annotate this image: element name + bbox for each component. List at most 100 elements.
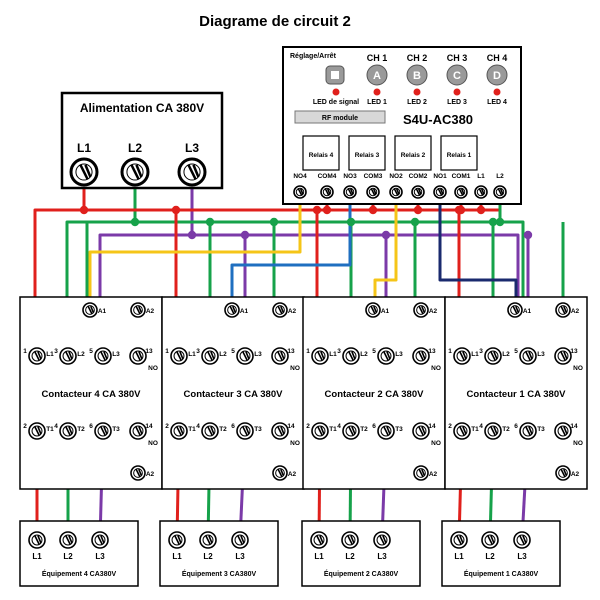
terminal-number: 14 xyxy=(145,423,153,430)
controller-terminal-label-com3: COM3 xyxy=(364,173,383,180)
controller-box xyxy=(282,46,522,205)
a2-label: A2 xyxy=(146,308,155,315)
channel-button-letter: A xyxy=(373,70,381,82)
controller-terminal-com3 xyxy=(366,185,380,199)
no-label: NO xyxy=(290,365,300,372)
controller-terminal-com4 xyxy=(320,185,334,199)
contactor-no-terminal xyxy=(554,347,572,365)
junction-dot xyxy=(413,205,423,215)
contactor-output-terminal xyxy=(28,422,46,440)
contactor-line-terminal xyxy=(236,347,254,365)
power-supply-terminal-l3 xyxy=(177,157,207,187)
contactor-a2-terminal xyxy=(413,302,429,318)
contactor-line-terminal xyxy=(59,347,77,365)
contactor-no-terminal xyxy=(271,347,289,365)
contactor-a2-terminal xyxy=(130,302,146,318)
junction-dot xyxy=(240,230,250,240)
junction-dot xyxy=(171,205,181,215)
controller-terminal-label-no2: NO2 xyxy=(389,173,403,180)
junction-dot xyxy=(269,217,279,227)
terminal-number: 4 xyxy=(479,423,483,430)
setting-label: Réglage/Arrêt xyxy=(290,53,337,60)
terminal-number: 2 xyxy=(306,423,310,430)
terminal-number: 3 xyxy=(479,348,483,355)
no-label: NO xyxy=(573,440,583,447)
channel-button-4[interactable] xyxy=(486,64,508,86)
channel-button-letter: D xyxy=(493,70,501,82)
contactor-box-3 xyxy=(161,296,305,490)
terminal-number: 13 xyxy=(145,348,153,355)
terminal-number: 4 xyxy=(196,423,200,430)
equipment-terminal-label: L1 xyxy=(454,552,464,561)
equipment-terminal xyxy=(91,531,109,549)
equipment-terminal-label: L2 xyxy=(203,552,213,561)
contactor-no-terminal xyxy=(412,347,430,365)
contactor-line-terminal xyxy=(311,347,329,365)
terminal-number: 1 xyxy=(23,348,27,355)
contactor-no-terminal xyxy=(129,347,147,365)
power-supply-label-l1: L1 xyxy=(77,141,91,155)
channel-led-label-2: LED 2 xyxy=(407,99,427,106)
relay-label: Relais 4 xyxy=(309,152,334,159)
junction-dot xyxy=(79,205,89,215)
contactor-output-terminal xyxy=(201,422,219,440)
controller-terminal-label-no4: NO4 xyxy=(293,173,307,180)
no-label: NO xyxy=(431,440,441,447)
a1-label: A1 xyxy=(523,308,532,315)
terminal-label: L3 xyxy=(112,351,120,358)
power-supply-terminal-l1 xyxy=(69,157,99,187)
channel-button-3[interactable] xyxy=(446,64,468,86)
channel-led-1 xyxy=(373,88,381,96)
terminal-label: T3 xyxy=(112,426,120,433)
contactor-no-terminal xyxy=(271,422,289,440)
junction-dot xyxy=(456,205,466,215)
channel-led-label-4: LED 4 xyxy=(487,99,507,106)
a2-label: A2 xyxy=(288,471,297,478)
a1-label: A1 xyxy=(98,308,107,315)
contactor-no-terminal xyxy=(412,422,430,440)
terminal-label: L2 xyxy=(502,351,510,358)
terminal-number: 13 xyxy=(428,348,436,355)
junction-dot xyxy=(346,217,356,227)
contactor-no-terminal xyxy=(554,422,572,440)
terminal-number: 5 xyxy=(372,348,376,355)
contactor-line-terminal xyxy=(519,347,537,365)
controller-terminal-no4 xyxy=(293,185,307,199)
terminal-label: T2 xyxy=(77,426,85,433)
terminal-label: T1 xyxy=(329,426,337,433)
junction-dot xyxy=(495,217,505,227)
junction-dot xyxy=(381,230,391,240)
channel-label-3: CH 3 xyxy=(447,53,468,63)
power-supply-label-l3: L3 xyxy=(185,141,199,155)
contactor-line-terminal xyxy=(170,347,188,365)
equipment-terminal xyxy=(199,531,217,549)
junction-dot xyxy=(523,230,533,240)
equipment-terminal xyxy=(59,531,77,549)
terminal-label: T3 xyxy=(395,426,403,433)
equipment-terminal-label: L2 xyxy=(63,552,73,561)
no-label: NO xyxy=(148,365,158,372)
no3-wire xyxy=(230,192,352,310)
a2-label: A2 xyxy=(571,471,580,478)
equipment-terminal xyxy=(373,531,391,549)
contactor-output-terminal xyxy=(453,422,471,440)
channel-button-1[interactable] xyxy=(366,64,388,86)
contactor-line-terminal xyxy=(28,347,46,365)
equipment-terminal xyxy=(450,531,468,549)
terminal-label: T3 xyxy=(537,426,545,433)
a2-label: A2 xyxy=(429,471,438,478)
no-label: NO xyxy=(573,365,583,372)
channel-label-2: CH 2 xyxy=(407,53,428,63)
terminal-number: 3 xyxy=(196,348,200,355)
equipment-terminal xyxy=(481,531,499,549)
contactor-output-terminal xyxy=(236,422,254,440)
channel-button-2[interactable] xyxy=(406,64,428,86)
equipment-terminal-label: L3 xyxy=(95,552,105,561)
terminal-number: 1 xyxy=(448,348,452,355)
contactor-a2-bottom-terminal xyxy=(130,465,146,481)
terminal-number: 3 xyxy=(54,348,58,355)
equipment-terminal-label: L1 xyxy=(314,552,324,561)
equipment-terminal-label: L1 xyxy=(172,552,182,561)
channel-led-label-1: LED 1 xyxy=(367,99,387,106)
terminal-label: T1 xyxy=(46,426,54,433)
